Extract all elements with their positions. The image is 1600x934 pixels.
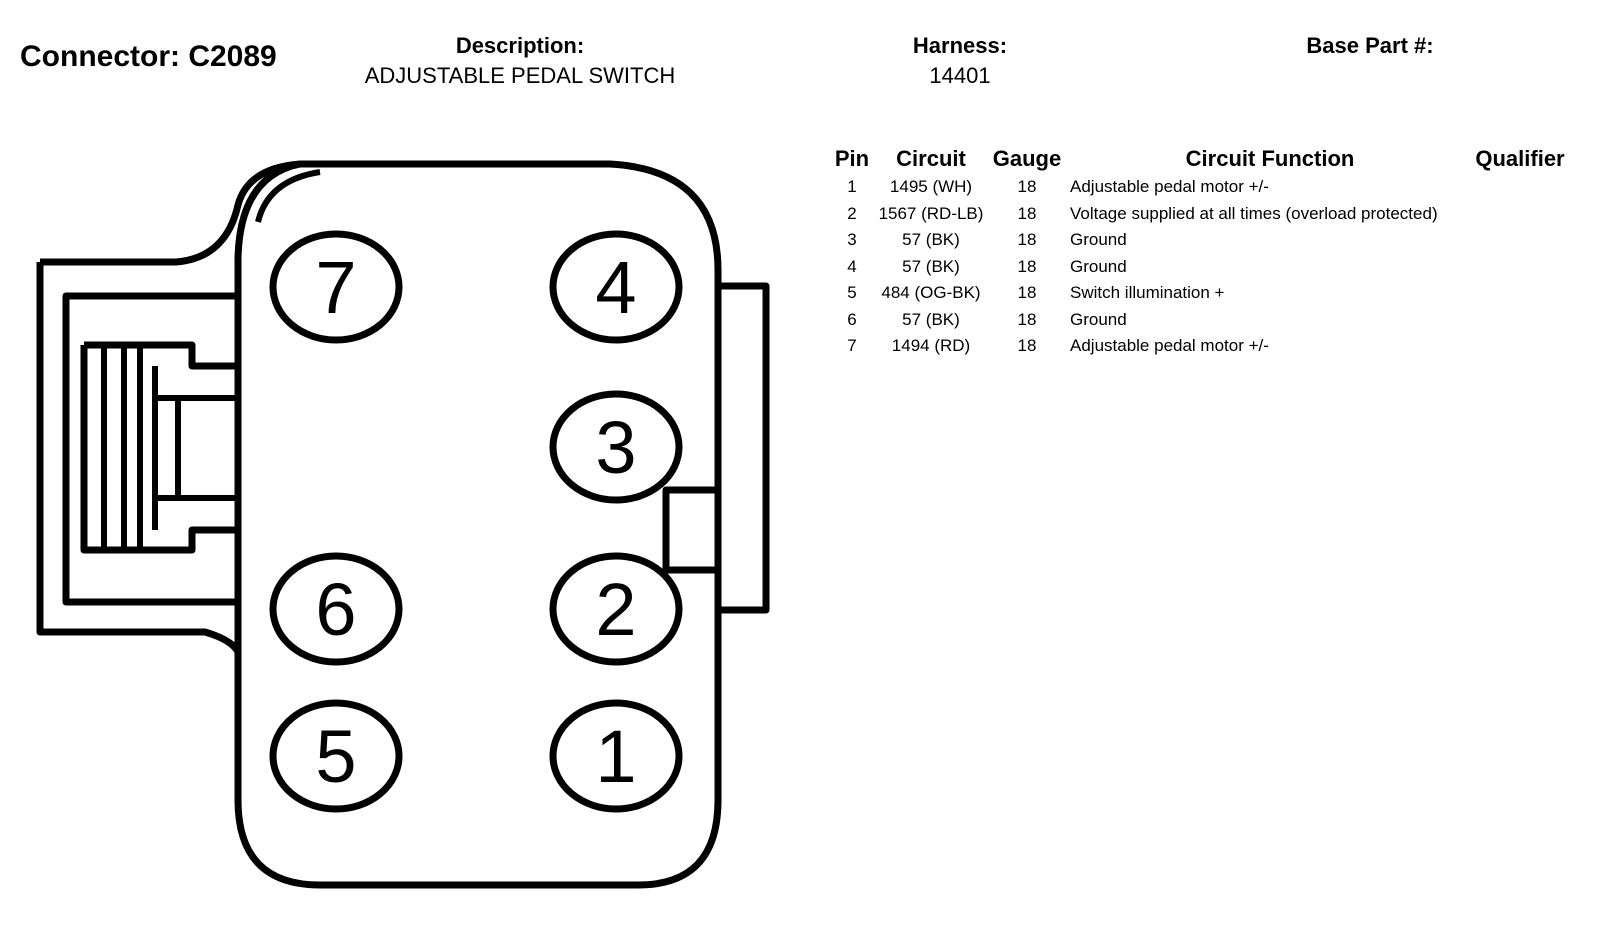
col-header-circuit: Circuit — [896, 146, 966, 171]
table-row: 6 57 (BK) 18 Ground — [826, 307, 1570, 334]
pin-circle — [549, 552, 683, 666]
cell-qualifier — [1470, 254, 1570, 281]
latch-lock-inner — [152, 366, 238, 530]
cell-function: Ground — [1070, 230, 1127, 250]
pin-table-header-row: Pin Circuit Gauge Circuit Function Quali… — [826, 144, 1570, 174]
pin-circle — [269, 552, 403, 666]
pin-number-label: 2 — [595, 568, 636, 651]
pin-cavity-6: 6 — [269, 552, 403, 666]
pin-circle — [549, 699, 683, 813]
cell-function: Adjustable pedal motor +/- — [1070, 336, 1269, 356]
pin-cavity-5: 5 — [269, 699, 403, 813]
pin-number-label: 4 — [595, 246, 636, 329]
polarity-key-outer — [718, 282, 770, 614]
cell-gauge: 18 — [1017, 177, 1037, 197]
cell-pin: 3 — [847, 230, 857, 250]
description-value: ADJUSTABLE PEDAL SWITCH — [364, 63, 676, 88]
cell-function: Ground — [1070, 309, 1127, 329]
table-row: 5 484 (OG-BK) 18 Switch illumination + — [826, 280, 1570, 307]
col-header-function: Circuit Function — [1185, 146, 1355, 171]
cell-pin: 5 — [847, 283, 857, 303]
description-block: Description: ADJUSTABLE PEDAL SWITCH — [320, 33, 720, 89]
cell-gauge: 18 — [1017, 203, 1037, 223]
cell-circuit: 1567 (RD-LB) — [878, 203, 984, 223]
cell-circuit: 1494 (RD) — [891, 336, 971, 356]
cell-qualifier — [1470, 201, 1570, 228]
pin-number-label: 6 — [315, 568, 356, 651]
cell-function: Ground — [1070, 256, 1127, 276]
latch-tab-inner — [62, 292, 238, 606]
cell-pin: 4 — [847, 256, 857, 276]
pin-table: Pin Circuit Gauge Circuit Function Quali… — [826, 144, 1570, 360]
pin-cavity-1: 1 — [549, 699, 683, 813]
cell-qualifier — [1470, 307, 1570, 334]
cell-function: Adjustable pedal motor +/- — [1070, 177, 1269, 197]
pin-cavity-7: 7 — [269, 230, 403, 344]
base-part-block: Base Part #: — [1260, 33, 1480, 63]
cell-qualifier — [1470, 280, 1570, 307]
cell-pin: 2 — [847, 203, 857, 223]
pin-cavity-2: 2 — [549, 552, 683, 666]
connector-body-outline — [234, 160, 722, 889]
table-row: 3 57 (BK) 18 Ground — [826, 227, 1570, 254]
pin-circle — [549, 230, 683, 344]
cell-circuit: 57 (BK) — [902, 309, 960, 329]
cell-circuit: 57 (BK) — [902, 256, 960, 276]
connector-face-diagram: 7 4 3 6 2 5 1 — [36, 160, 770, 889]
pin-cavity-3: 3 — [549, 390, 683, 504]
cell-gauge: 18 — [1017, 230, 1037, 250]
base-part-label: Base Part #: — [1306, 33, 1434, 58]
pin-circle — [269, 699, 403, 813]
cell-function: Voltage supplied at all times (overload … — [1070, 203, 1438, 223]
cell-qualifier — [1470, 227, 1570, 254]
table-row: 4 57 (BK) 18 Ground — [826, 254, 1570, 281]
cell-qualifier — [1470, 333, 1570, 360]
cell-gauge: 18 — [1017, 336, 1037, 356]
pin-number-label: 7 — [315, 246, 356, 329]
latch-arm-inner — [255, 169, 321, 223]
cell-circuit: 1495 (WH) — [889, 177, 973, 197]
pin-cavity-4: 4 — [549, 230, 683, 344]
pin-number-label: 3 — [595, 406, 636, 489]
latch-arm-upper — [40, 160, 301, 266]
harness-value: 14401 — [929, 63, 991, 88]
connector-title: Connector: C2089 — [20, 40, 277, 73]
col-header-pin: Pin — [834, 146, 870, 171]
cell-circuit: 484 (OG-BK) — [881, 283, 981, 303]
harness-label: Harness: — [912, 33, 1008, 58]
cell-function: Switch illumination + — [1070, 283, 1225, 303]
latch-lock-ribs — [101, 345, 143, 550]
col-header-gauge: Gauge — [992, 146, 1062, 171]
cell-pin: 1 — [847, 177, 857, 197]
cell-pin: 7 — [847, 336, 857, 356]
col-header-qualifier: Qualifier — [1475, 146, 1565, 171]
cell-circuit: 57 (BK) — [902, 230, 960, 250]
pin-cavities: 7 4 3 6 2 5 1 — [269, 230, 683, 813]
cell-gauge: 18 — [1017, 283, 1037, 303]
polarity-key-inner — [662, 486, 718, 574]
pin-circle — [269, 230, 403, 344]
harness-block: Harness: 14401 — [860, 33, 1060, 89]
cell-pin: 6 — [847, 309, 857, 329]
pin-circle — [549, 390, 683, 504]
description-label: Description: — [455, 33, 585, 58]
table-row: 1 1495 (WH) 18 Adjustable pedal motor +/… — [826, 174, 1570, 201]
pin-number-label: 5 — [315, 715, 356, 798]
latch-tab-frame — [36, 262, 242, 654]
cell-qualifier — [1470, 174, 1570, 201]
table-row: 7 1494 (RD) 18 Adjustable pedal motor +/… — [826, 333, 1570, 360]
table-row: 2 1567 (RD-LB) 18 Voltage supplied at al… — [826, 201, 1570, 228]
pin-number-label: 1 — [595, 715, 636, 798]
connector-housing — [36, 160, 770, 889]
cell-gauge: 18 — [1017, 309, 1037, 329]
latch-lock-outer — [80, 341, 238, 554]
cell-gauge: 18 — [1017, 256, 1037, 276]
